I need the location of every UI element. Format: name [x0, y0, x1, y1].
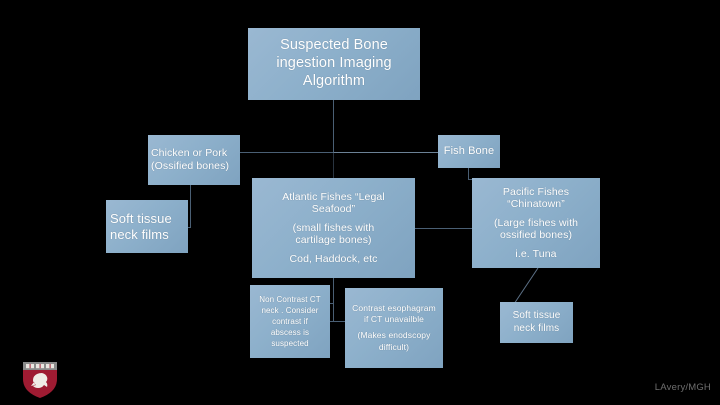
node-contrast-esophagram[interactable]: Contrast esophagram if CT unavailble (Ma…: [345, 288, 443, 368]
chicken-line-2: (Ossified bones): [151, 160, 230, 172]
node-non-contrast-ct[interactable]: Non Contrast CT neck . Consider contrast…: [250, 285, 330, 358]
connector-chicken-down: [190, 185, 191, 227]
connector-title-down: [333, 100, 334, 152]
node-soft-tissue-neck-films-right[interactable]: Soft tissue neck films: [500, 302, 573, 343]
connector-atlantic-to-pacific: [415, 228, 473, 229]
node-atlantic-fishes[interactable]: Atlantic Fishes “Legal Seafood” (small f…: [252, 178, 415, 278]
esophagram-line-2: if CT unavailble: [363, 314, 425, 325]
author-credit: LAvery/MGH: [654, 382, 711, 393]
connector-atlantic-to-noncontrast: [327, 303, 334, 304]
connector-split-to-atlantic: [333, 152, 334, 178]
node-title[interactable]: Suspected Bone ingestion Imaging Algorit…: [248, 28, 420, 100]
non-contrast-line-1: Non Contrast CT: [259, 294, 321, 304]
soft-tissue-right-line-1: Soft tissue: [512, 310, 561, 322]
connector-title-to-chicken: [240, 152, 334, 153]
pacific-line-2: “Chinatown”: [507, 198, 565, 211]
atlantic-line-2: Seafood”: [311, 203, 356, 216]
connector-atlantic-down: [333, 278, 334, 322]
non-contrast-line-5: suspected: [271, 339, 309, 349]
chicken-line-1: Chicken or Pork: [151, 147, 228, 160]
connector-fishbone-to-pacific: [468, 179, 474, 180]
atlantic-line-5: Cod, Haddock, etc: [289, 252, 378, 265]
pacific-line-4: ossified bones): [499, 229, 573, 242]
pacific-line-3: (Large fishes with: [493, 216, 579, 229]
title-line-3: Algorithm: [302, 72, 366, 89]
non-contrast-line-2: neck . Consider: [261, 305, 319, 315]
connector-title-to-fishbone: [333, 152, 439, 153]
connector-pacific-to-softtissue: [513, 267, 539, 305]
harvard-medical-school-crest-icon: [23, 362, 57, 398]
esophagram-line-1: Contrast esophagram: [352, 302, 436, 313]
title-line-2: ingestion Imaging: [276, 55, 392, 72]
soft-tissue-right-line-2: neck films: [513, 322, 560, 334]
esophagram-line-3: (Makes enodscopy: [357, 330, 431, 341]
esophagram-line-4: difficult): [378, 341, 410, 352]
connector-fishbone-down: [468, 168, 469, 180]
pacific-line-1: Pacific Fishes: [502, 185, 570, 198]
node-pacific-fishes[interactable]: Pacific Fishes “Chinatown” (Large fishes…: [472, 178, 600, 268]
atlantic-line-3: (small fishes with: [292, 221, 375, 234]
connector-atlantic-to-esophagram: [327, 321, 346, 322]
soft-tissue-left-line-1: Soft tissue: [110, 210, 172, 226]
node-chicken-or-pork[interactable]: Chicken or Pork (Ossified bones): [148, 135, 240, 185]
atlantic-line-1: Atlantic Fishes “Legal: [282, 190, 385, 203]
fish-bone-label: Fish Bone: [443, 144, 495, 157]
connector-chicken-to-softtissue: [188, 227, 191, 228]
non-contrast-line-3: contrast if: [272, 316, 308, 326]
pacific-line-5: i.e. Tuna: [515, 247, 557, 260]
non-contrast-line-4: abscess is: [270, 328, 310, 338]
node-fish-bone[interactable]: Fish Bone: [438, 135, 500, 168]
soft-tissue-left-line-2: neck films: [110, 226, 169, 242]
title-line-1: Suspected Bone: [280, 37, 388, 54]
atlantic-line-4: cartilage bones): [295, 234, 372, 247]
node-soft-tissue-neck-films-left[interactable]: Soft tissue neck films: [106, 200, 188, 253]
